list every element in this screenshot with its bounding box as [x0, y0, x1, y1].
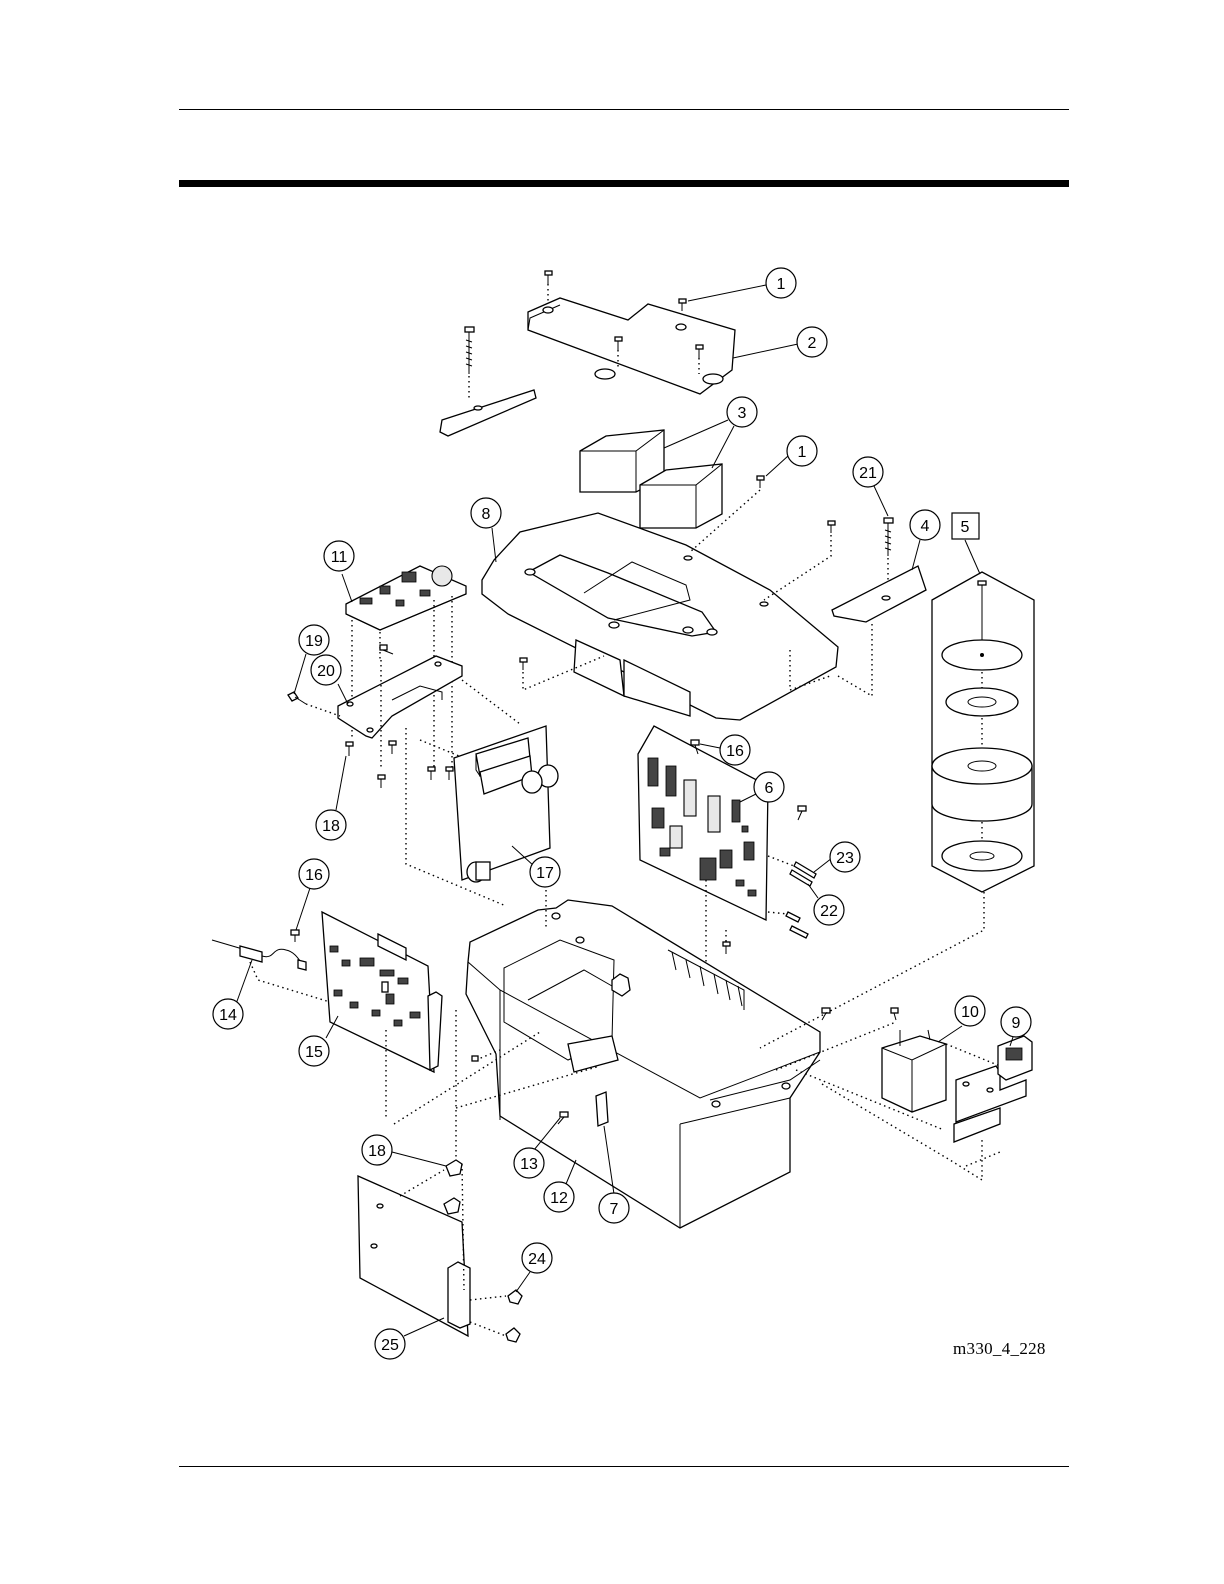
svg-text:2: 2 — [808, 335, 817, 352]
top-cover-plate — [528, 298, 735, 394]
callout-3: 3 — [727, 397, 757, 427]
callout-18-upper: 18 — [316, 810, 346, 840]
svg-text:9: 9 — [1012, 1015, 1021, 1032]
left-mounting-bracket — [440, 327, 536, 436]
callout-19: 19 — [299, 625, 329, 655]
svg-text:10: 10 — [961, 1004, 979, 1021]
svg-text:6: 6 — [765, 780, 774, 797]
callout-9: 9 — [1001, 1007, 1031, 1037]
callout-13: 13 — [514, 1148, 544, 1178]
callout-16-upper: 16 — [720, 735, 750, 765]
svg-text:18: 18 — [368, 1143, 386, 1160]
svg-text:22: 22 — [820, 903, 838, 920]
callout-2: 2 — [797, 327, 827, 357]
callout-8: 8 — [471, 498, 501, 528]
svg-text:4: 4 — [921, 518, 930, 535]
svg-text:16: 16 — [726, 743, 744, 760]
svg-text:21: 21 — [859, 465, 877, 482]
svg-text:13: 13 — [520, 1156, 538, 1173]
callout-16-lower: 16 — [299, 859, 329, 889]
svg-text:1: 1 — [777, 276, 786, 293]
callout-23: 23 — [830, 842, 860, 872]
callout-12: 12 — [544, 1182, 574, 1212]
callout-5-kit: 5 — [952, 513, 979, 539]
callout-17: 17 — [530, 857, 560, 887]
svg-text:25: 25 — [381, 1337, 399, 1354]
callout-6: 6 — [754, 772, 784, 802]
callout-10: 10 — [955, 996, 985, 1026]
callout-24: 24 — [522, 1243, 552, 1273]
svg-text:5: 5 — [961, 519, 970, 536]
svg-text:24: 24 — [528, 1251, 546, 1268]
chassis-plate — [482, 513, 838, 720]
callout-4: 4 — [910, 510, 940, 540]
svg-text:16: 16 — [305, 867, 323, 884]
svg-text:23: 23 — [836, 850, 854, 867]
svg-text:17: 17 — [536, 865, 554, 882]
callout-20: 20 — [311, 655, 341, 685]
svg-text:20: 20 — [317, 663, 335, 680]
callout-7: 7 — [599, 1193, 629, 1223]
svg-text:12: 12 — [550, 1190, 568, 1207]
svg-text:7: 7 — [610, 1201, 619, 1218]
svg-text:8: 8 — [482, 506, 491, 523]
kit-5-hardware — [932, 572, 1034, 892]
callout-labels: 1 2 3 1 21 4 5 8 — [213, 268, 1031, 1359]
svg-text:18: 18 — [322, 818, 340, 835]
figure-id: m330_4_228 — [953, 1339, 1046, 1359]
board-11-assembly — [338, 566, 466, 770]
svg-text:11: 11 — [331, 549, 348, 566]
battery-packs — [580, 430, 722, 528]
svg-text:1: 1 — [798, 444, 807, 461]
callout-22: 22 — [814, 895, 844, 925]
callout-1-top: 1 — [766, 268, 796, 298]
callout-18-lower: 18 — [362, 1135, 392, 1165]
callout-21: 21 — [853, 457, 883, 487]
callout-11: 11 — [324, 541, 354, 571]
callout-25: 25 — [375, 1329, 405, 1359]
svg-text:3: 3 — [738, 405, 747, 422]
callout-1-middle: 1 — [787, 436, 817, 466]
svg-text:14: 14 — [219, 1007, 237, 1024]
svg-text:19: 19 — [305, 633, 323, 650]
callout-15: 15 — [299, 1036, 329, 1066]
part-10-bracket — [882, 1008, 946, 1112]
svg-text:15: 15 — [305, 1044, 323, 1061]
footer-rule — [179, 1466, 1069, 1467]
callout-14: 14 — [213, 999, 243, 1029]
